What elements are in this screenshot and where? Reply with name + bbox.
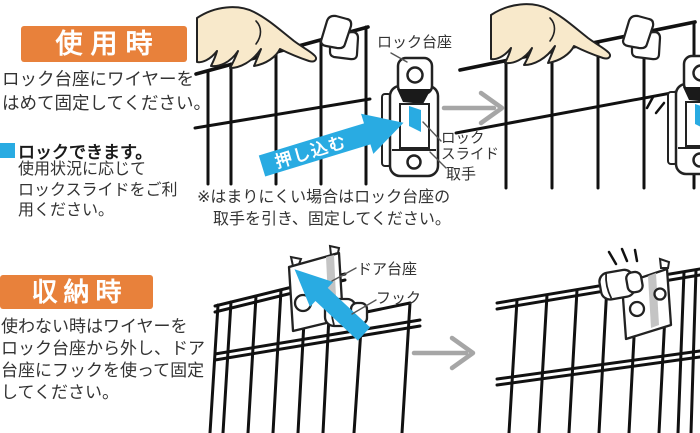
label-lock-slide-line1: ロック [441,131,485,147]
gray-arrow-bottom [411,335,476,371]
usage-note-line1: ※はまりにくい場合はロック台座の [197,189,451,206]
emphasis-marks-bottom [607,247,639,266]
storage-line1: 使わない時はワイヤーを [1,317,188,336]
gray-arrow-top [441,90,505,126]
usage-intro-line1: ロック台座にワイヤーを [2,69,194,89]
push-arrow-label: 押し込む [273,131,350,172]
wire-clip-top-middle [319,14,360,61]
lock-unit-top-right [666,54,700,176]
usage-intro-paragraph: ロック台座にワイヤーを はめて固定してください。 [2,68,211,115]
usage-section-badge: 使用時 [21,26,187,62]
emphasis-marks-top [645,95,666,115]
leader-lines [331,52,447,315]
storage-paragraph: 使わない時はワイヤーを ロック台座から外し、ドア 台座にフックを使って固定 して… [1,316,205,404]
usage-detail-line2: ロックスライドをご利 [18,181,178,199]
label-lock-slide: ロック スライド [441,131,499,163]
storage-line4: してください。 [1,383,119,402]
label-lock-base: ロック台座 [377,34,453,51]
storage-section-badge: 収納時 [0,275,153,309]
blue-square-bullet-icon [0,143,15,158]
storage-line3: 台座にフックを使って固定 [1,361,205,380]
lock-unit-top-middle [380,56,440,178]
usage-detail-line3: 用ください。 [18,202,115,219]
usage-detail-paragraph: 使用状況に応じて ロックスライドをご利 用ください。 [18,160,178,222]
usage-note-line2: 取手を引き、固定してください。 [213,211,451,228]
usage-detail-line1: 使用状況に応じて [18,161,147,178]
label-lock-slide-line2: スライド [441,146,499,163]
lock-feature-heading-text: ロックできます。 [18,143,153,162]
storage-line2: ロック台座から外し、ドア [1,339,205,358]
hand-top-middle [196,6,318,69]
wire-clip-top-right [621,14,662,61]
hand-top-right [490,3,612,66]
label-handle: 取手 [446,166,477,183]
label-hook: フック [376,290,422,307]
label-door-base: ドア台座 [357,261,418,278]
store-arrow [294,269,371,341]
usage-note: ※はまりにくい場合はロック台座の 取手を引き、固定してください。 [197,187,451,231]
usage-intro-line2: はめて固定してください。 [2,92,211,113]
hook-bottom-right [598,268,644,301]
lock-feature-heading: ロックできます。 [0,138,152,163]
